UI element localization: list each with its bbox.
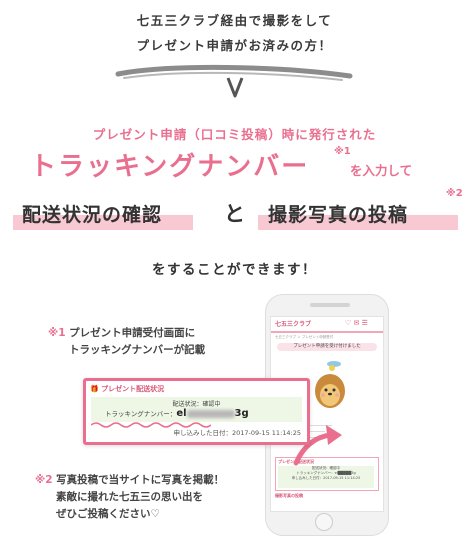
card-title: 🎁 プレゼント配送状況: [90, 385, 165, 393]
card-tracking-blurred: [186, 410, 235, 418]
phone-box-line-2: トラッキングナンバー：el█████3g: [296, 471, 356, 475]
phone-logo: 七五三クラブ: [275, 321, 312, 328]
card-tracking-prefix: el: [176, 408, 187, 419]
phone-breadcrumb: 七五三クラブ ＞ プレゼント申請受付: [275, 335, 334, 339]
delivery-status-heading: 配送状況の確認: [22, 204, 163, 226]
phone-delivery-box: プレゼント配送状況 配送状況：確認中 トラッキングナンバー：el█████3g …: [275, 457, 379, 491]
intro-line-1: 七五三クラブ経由で撮影をして: [136, 13, 333, 28]
tracking-number-heading: トラッキングナンバー: [30, 152, 310, 182]
phone-home-button: [315, 513, 333, 531]
phone-box-line-1: 配送状況：確認中: [312, 466, 340, 470]
card-date: 申し込みした日付：2017-09-15 11:14:25: [173, 429, 301, 437]
card-wavy-underline: [91, 422, 211, 428]
note-2: ※2 写真投稿で当サイトに写真を掲載！ 素敵に撮れた七五三の思い出を ぜひご投稿…: [35, 472, 224, 523]
intro-line-2: プレゼント申請がお済みの方！: [136, 38, 333, 53]
phone-header-icons: ♡ ✉ ☰: [345, 319, 368, 327]
phone-screen: 七五三クラブ ♡ ✉ ☰ 七五三クラブ ＞ プレゼント申請受付 プレゼント申請を…: [270, 316, 384, 512]
card-tracking-number: トラッキングナンバー：el 3g: [105, 408, 249, 419]
highlight-bar-1: [13, 215, 193, 230]
note-2-mark: ※2: [35, 474, 53, 486]
card-tracking-suffix: 3g: [234, 408, 249, 419]
highlight-bar-2: [258, 215, 458, 230]
delivery-status-card: 🎁 プレゼント配送状況 配送状況：確認中 トラッキングナンバー：el 3g 申し込…: [83, 378, 310, 445]
phone-box-line-3: 申し込みした日付：2017-09-15 11:14:25: [291, 476, 361, 480]
card-tracking-label: トラッキングナンバー：: [105, 410, 177, 418]
note-2-line-1: 写真投稿で当サイトに写真を掲載！: [56, 474, 225, 486]
tracking-line: トラッキングナンバー ※1 を入力して: [30, 146, 412, 183]
phone-footer-link: 撮影写真の投稿: [275, 493, 303, 498]
note-2-line-3: ぜひご投稿ください♡: [56, 508, 160, 520]
note-2-line-2: 素敵に撮れた七五三の思い出を: [56, 491, 203, 503]
card-body: 配送状況：確認中 トラッキングナンバー：el 3g: [91, 397, 302, 422]
phone-speaker: [310, 303, 350, 307]
tracking-footnote-mark: ※1: [334, 146, 351, 157]
phone-banner: プレゼント申請を受け付けました: [277, 343, 377, 351]
enter-text: を入力して: [350, 163, 413, 178]
note-1: ※1 プレゼント申請受付画面に トラッキングナンバーが記載: [48, 325, 205, 359]
note-1-line-2: トラッキングナンバーが記載: [69, 344, 206, 356]
note-1-mark: ※1: [48, 327, 66, 339]
phone-box-body: 配送状況：確認中 トラッキングナンバー：el█████3g 申し込みした日付：2…: [278, 466, 374, 488]
phone-header: 七五三クラブ ♡ ✉ ☰: [271, 317, 383, 333]
hedgehog-mascot-icon: [315, 361, 345, 408]
photo-post-heading: 撮影写真の投稿: [268, 204, 409, 226]
brush-stroke-decoration: [115, 64, 353, 98]
photo-footnote-mark: ※2: [446, 188, 463, 199]
headline-subtitle: プレゼント申請（口コミ投稿）時に発行された: [92, 127, 377, 142]
card-status: 配送状況：確認中: [172, 401, 221, 408]
curved-arrow-icon: [293, 425, 342, 466]
and-text: と: [224, 202, 245, 226]
note-1-line-1: プレゼント申請受付画面に: [69, 327, 196, 339]
can-do-text: をすることができます！: [152, 262, 317, 278]
